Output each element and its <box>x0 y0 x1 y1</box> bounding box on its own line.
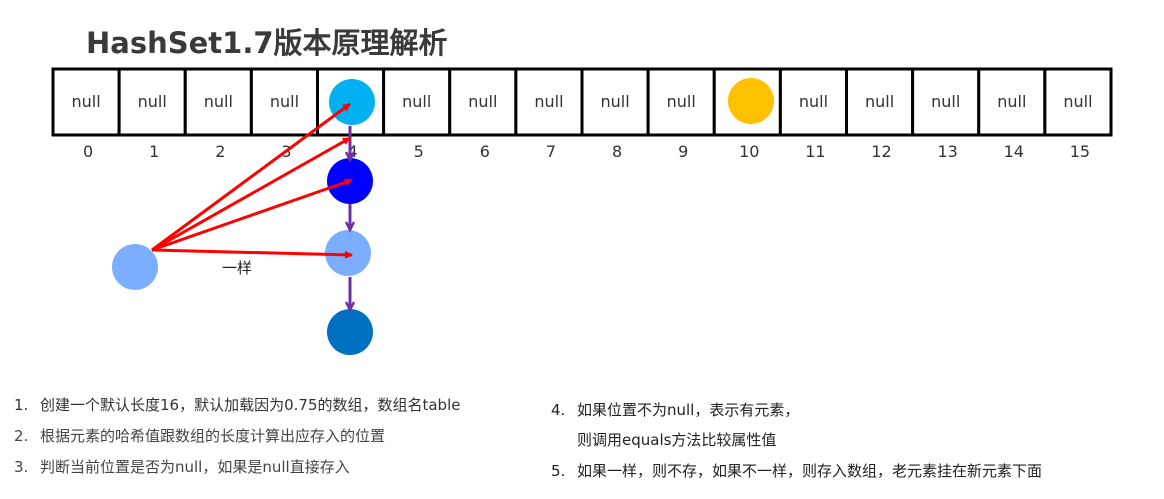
compare-arrow <box>151 248 353 259</box>
cell-value: null <box>600 92 629 111</box>
cell-index: 8 <box>612 142 622 161</box>
step-5: 5.如果一样，则不存，如果不一样，则存入数组，老元素挂在新元素下面 <box>551 462 1043 480</box>
cell-value: null <box>270 92 299 111</box>
chain-node <box>327 309 373 355</box>
cell-value: null <box>997 92 1026 111</box>
cell-index: 0 <box>83 142 93 161</box>
cell-value: null <box>204 92 233 111</box>
new-element-node <box>112 244 158 290</box>
cell-index: 14 <box>1004 142 1024 161</box>
table-cell <box>646 67 716 137</box>
cell-value: null <box>138 92 167 111</box>
cell-value: null <box>667 92 696 111</box>
step-1: 1.创建一个默认长度16，默认加载因为0.75的数组，数组名table <box>14 396 461 414</box>
step-4-continued: 则调用equals方法比较属性值 <box>577 431 777 449</box>
cell-index: 12 <box>871 142 891 161</box>
compare-arrow <box>151 136 351 252</box>
table-cell <box>778 67 848 137</box>
cell-index: 10 <box>739 142 759 161</box>
table-cell <box>514 67 584 137</box>
page-title: HashSet1.7版本原理解析 <box>86 26 448 60</box>
cell-index: 13 <box>938 142 958 161</box>
cell-value: null <box>931 92 960 111</box>
compare-arrow <box>151 178 353 252</box>
cell-index: 5 <box>414 142 424 161</box>
table-cell <box>845 67 915 137</box>
cell-value: null <box>71 92 100 111</box>
table-cell <box>911 67 981 137</box>
table-cell <box>977 67 1047 137</box>
cell-index: 2 <box>215 142 225 161</box>
cell-value: null <box>402 92 431 111</box>
cell-index: 11 <box>805 142 825 161</box>
cell-index: 6 <box>480 142 490 161</box>
cell-index: 15 <box>1070 142 1090 161</box>
table-cell <box>249 67 319 137</box>
step-2: 2.根据元素的哈希值跟数组的长度计算出应存入的位置 <box>14 427 386 445</box>
cell-value: null <box>534 92 563 111</box>
table-cell <box>1043 67 1113 137</box>
table-cell <box>580 67 650 137</box>
cell-index: 7 <box>546 142 556 161</box>
table-cell <box>51 67 121 137</box>
cell-value: null <box>799 92 828 111</box>
same-label: 一样 <box>222 259 252 277</box>
compare-arrow <box>151 102 351 252</box>
cell-value: null <box>1063 92 1092 111</box>
step-3: 3.判断当前位置是否为null，如果是null直接存入 <box>14 458 350 476</box>
step-4: 4.如果位置不为null，表示有元素， <box>551 401 800 419</box>
table-cell <box>183 67 253 137</box>
cell-value: null <box>865 92 894 111</box>
cell-index: 1 <box>149 142 159 161</box>
bucket-4-node <box>329 79 375 125</box>
cell-index: 9 <box>678 142 688 161</box>
cell-value: null <box>468 92 497 111</box>
bucket-10-node <box>728 78 774 124</box>
